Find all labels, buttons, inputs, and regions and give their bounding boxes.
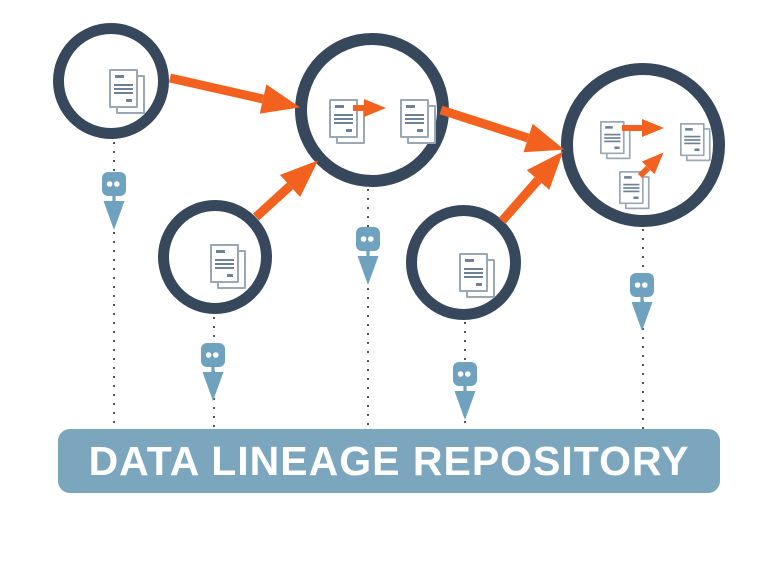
- dotted-link-line: [367, 189, 369, 429]
- orange-arrow-icon: [498, 151, 564, 224]
- repository-bar: DATA LINEAGE REPOSITORY: [58, 429, 720, 493]
- orange-arrow-icon: [252, 160, 319, 221]
- document-stack-icon: [329, 99, 367, 146]
- dotted-link-line: [113, 142, 115, 429]
- repository-title: DATA LINEAGE REPOSITORY: [88, 437, 690, 484]
- plug-connector-icon: [453, 362, 477, 420]
- plug-connector-icon: [356, 227, 380, 285]
- plug-connector-icon: [102, 172, 126, 230]
- orange-arrow-icon: [169, 73, 301, 114]
- node-mid-left: [158, 200, 272, 314]
- document-stack-icon: [600, 121, 632, 161]
- node-merge: [561, 63, 725, 227]
- node-transform: [295, 33, 449, 187]
- document-stack-icon: [619, 171, 651, 211]
- node-mid-center: [406, 205, 521, 320]
- dotted-link-line: [642, 229, 644, 429]
- plug-connector-icon: [201, 343, 225, 401]
- orange-arrow-icon: [439, 105, 565, 153]
- document-stack-icon: [459, 253, 497, 300]
- document-stack-icon: [210, 244, 248, 291]
- document-stack-icon: [680, 123, 712, 163]
- node-top-left: [53, 23, 169, 139]
- plug-connector-icon: [630, 273, 654, 331]
- document-stack-icon: [400, 99, 438, 146]
- document-stack-icon: [109, 69, 147, 116]
